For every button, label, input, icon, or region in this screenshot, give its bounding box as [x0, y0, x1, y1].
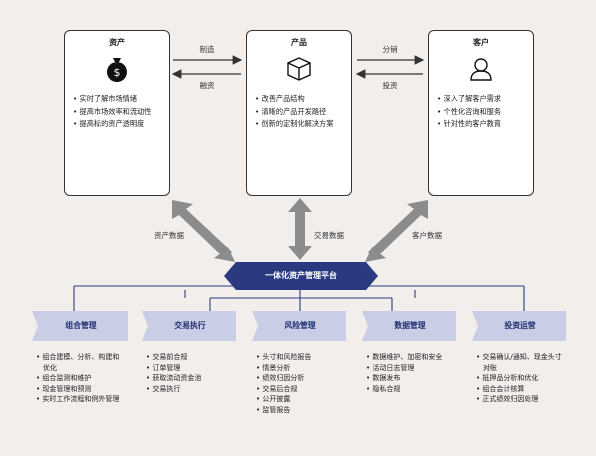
function-list-data: 数据维护、加密和安全 活动日志管理 数据发布 隐私合规: [366, 352, 452, 394]
list-item: 交易确认/通知、现金头寸对账: [476, 352, 564, 373]
cube-icon: [285, 55, 313, 87]
list-item: 改善产品结构: [255, 93, 347, 106]
entity-benefits: 实时了解市场情绪 提高市场效率和流动性 提高标的资产透明度: [73, 93, 165, 131]
platform-shape: [224, 262, 378, 290]
function-title-data: 数据管理: [394, 321, 426, 330]
entity-title: 客户: [473, 38, 489, 47]
list-item: 组合会计核算: [476, 384, 564, 395]
list-item: 绩效归因分析: [256, 373, 344, 384]
list-item: 实时了解市场情绪: [73, 93, 165, 106]
list-item: 公开披露: [256, 394, 344, 405]
function-shape-data: [362, 311, 456, 341]
list-item: 订单管理: [146, 363, 234, 374]
list-item: 提高标的资产透明度: [73, 118, 165, 131]
person-icon: [467, 55, 495, 87]
platform-connectors: [73, 285, 525, 311]
list-item: 个性化咨询和服务: [437, 106, 529, 119]
trade-data-arrow: [288, 198, 312, 260]
money-bag-icon: $: [104, 55, 130, 87]
list-item: 交易前合规: [146, 352, 234, 363]
entity-benefits: 深入了解客户需求 个性化咨询和服务 针对性的客户教育: [437, 93, 529, 131]
asset-data-arrow: [172, 200, 232, 259]
list-item: 正式绩效归因处理: [476, 394, 564, 405]
flow-label-financing: 融资: [199, 81, 215, 90]
asset-data-label: 资产数据: [154, 231, 184, 240]
list-item: 情景分析: [256, 363, 344, 374]
function-list-risk: 头寸和风险报告 情景分析 绩效归因分析 交易后合规 公开披露 监管报告: [256, 352, 344, 416]
list-item: 获取流动资金池: [146, 373, 234, 384]
list-item: 组合监测和维护: [36, 373, 120, 384]
entity-box-client: 客户 深入了解客户需求 个性化咨询和服务 针对性的客户教育: [428, 30, 534, 196]
entity-box-product: 产品 改善产品结构 清晰的产品开发路径 创新的定制化解决方案: [246, 30, 352, 196]
list-item: 创新的定制化解决方案: [255, 118, 347, 131]
function-shape-portfolio: [32, 311, 128, 341]
list-item: 深入了解客户需求: [437, 93, 529, 106]
function-title-trading: 交易执行: [174, 321, 206, 330]
list-item: 抵押品分析和优化: [476, 373, 564, 384]
list-item: 隐私合规: [366, 384, 452, 395]
list-item: 活动日志管理: [366, 363, 452, 374]
list-item: 针对性的客户教育: [437, 118, 529, 131]
function-shape-operations: [472, 311, 566, 341]
flow-label-manufacture: 制造: [199, 45, 215, 54]
list-item: 现金管理和预测: [36, 384, 120, 395]
trade-data-label: 交易数据: [314, 231, 344, 240]
function-list-portfolio: 组合建模、分析、构建和优化 组合监测和维护 现金管理和预测 实时工作流程和例外管…: [36, 352, 120, 405]
function-title-risk: 风险管理: [284, 321, 316, 330]
list-item: 交易执行: [146, 384, 234, 395]
entity-title: 资产: [109, 38, 125, 47]
list-item: 数据发布: [366, 373, 452, 384]
list-item: 清晰的产品开发路径: [255, 106, 347, 119]
flow-label-distribution: 分销: [382, 45, 398, 54]
function-shape-risk: [252, 311, 346, 341]
asset-data-arrow-head: [214, 247, 235, 262]
flow-label-investment: 投资: [382, 81, 398, 90]
entity-benefits: 改善产品结构 清晰的产品开发路径 创新的定制化解决方案: [255, 93, 347, 131]
client-data-arrow-head: [365, 247, 386, 262]
platform-label: 一体化资产管理平台: [265, 271, 337, 280]
function-shape-trading: [142, 311, 236, 341]
function-list-operations: 交易确认/通知、现金头寸对账 抵押品分析和优化 组合会计核算 正式绩效归因处理: [476, 352, 564, 405]
svg-text:$: $: [114, 66, 121, 79]
function-title-operations: 投资运营: [504, 321, 536, 330]
function-list-trading: 交易前合规 订单管理 获取流动资金池 交易执行: [146, 352, 234, 394]
function-title-portfolio: 组合管理: [65, 321, 97, 330]
entity-box-asset: 资产 $ 实时了解市场情绪 提高市场效率和流动性 提高标的资产透明度: [64, 30, 170, 196]
client-data-label: 客户数据: [412, 231, 442, 240]
list-item: 提高市场效率和流动性: [73, 106, 165, 119]
list-item: 交易后合规: [256, 384, 344, 395]
entity-title: 产品: [291, 38, 307, 47]
client-data-arrow: [368, 200, 428, 259]
list-item: 实时工作流程和例外管理: [36, 394, 120, 405]
list-item: 数据维护、加密和安全: [366, 352, 452, 363]
list-item: 组合建模、分析、构建和优化: [36, 352, 120, 373]
list-item: 头寸和风险报告: [256, 352, 344, 363]
list-item: 监管报告: [256, 405, 344, 416]
